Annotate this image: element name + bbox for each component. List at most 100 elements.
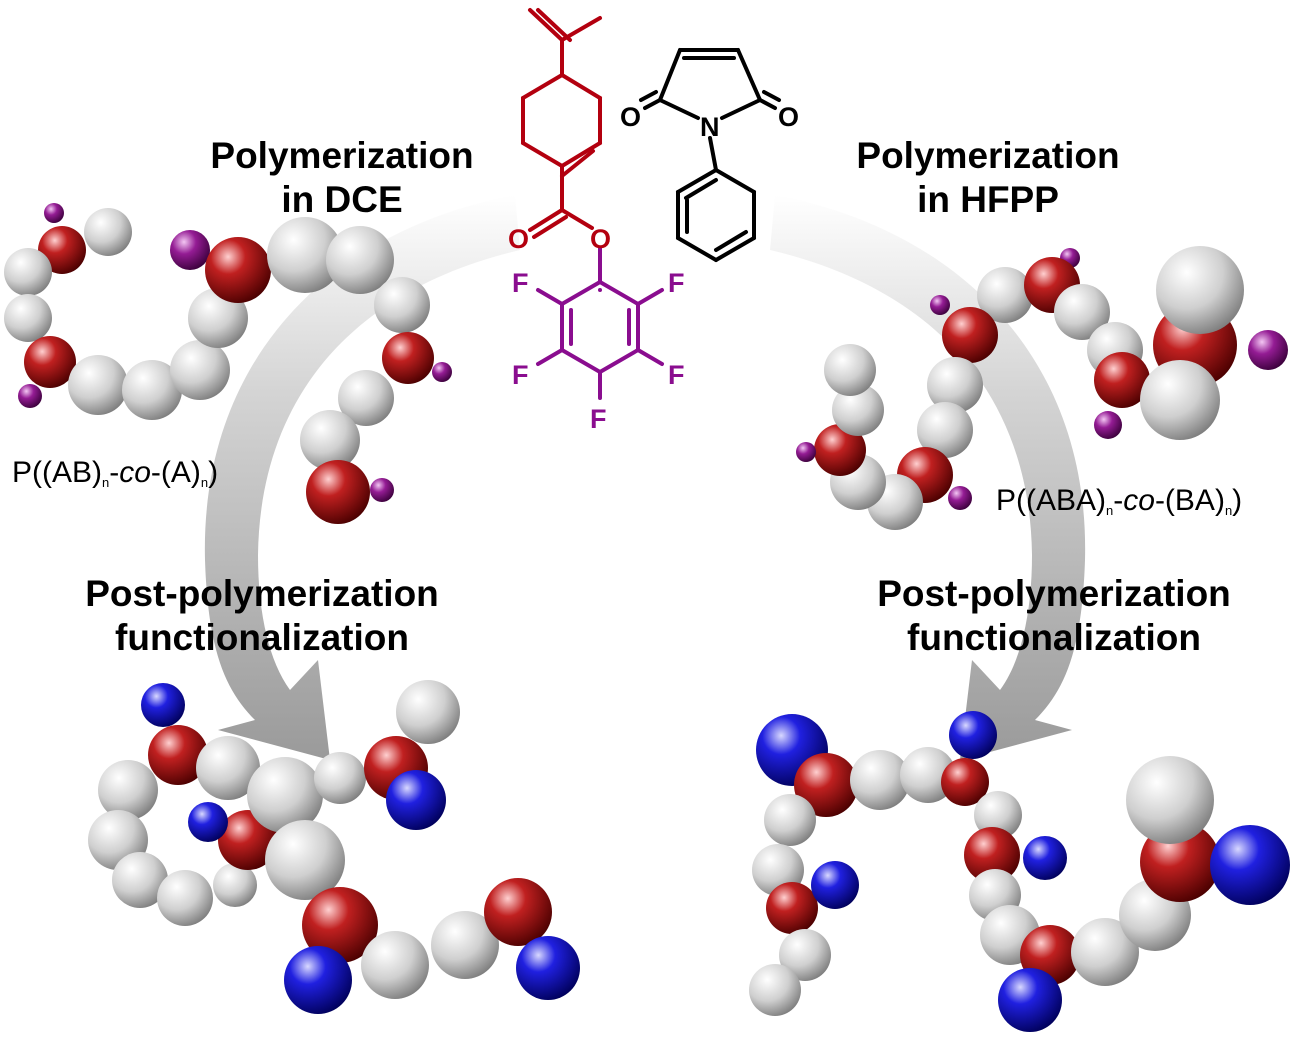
right-post-line1: Post-polymerization <box>877 573 1231 614</box>
grey-bead <box>1071 918 1139 986</box>
left-formula-co: co <box>119 456 151 489</box>
left-formula-prefix: P((AB) <box>12 456 102 489</box>
grey-bead <box>122 360 182 420</box>
grey-bead <box>396 680 460 744</box>
red-bead <box>484 878 552 946</box>
polymer-chain-bottom-right <box>749 711 1290 1032</box>
blue-bead <box>188 802 228 842</box>
grey-bead <box>824 344 876 396</box>
left-post-line1: Post-polymerization <box>85 573 439 614</box>
grey-bead <box>213 863 257 907</box>
purple-bead <box>432 362 452 382</box>
right-heading-line2: in HFPP <box>917 179 1059 220</box>
left-heading-line1: Polymerization <box>210 135 474 176</box>
left-formula-mid: - <box>109 456 120 489</box>
red-bead <box>814 424 866 476</box>
grey-bead <box>974 791 1022 839</box>
monomer-b-nitrogen: N <box>700 112 720 142</box>
right-copolymer-formula: P((ABA)n-co-(BA)n) <box>996 484 1242 518</box>
grey-bead <box>917 402 973 458</box>
monomer-a-fluorine-3: F <box>512 360 529 390</box>
red-bead <box>148 725 208 785</box>
right-formula-suffix: ) <box>1232 484 1243 517</box>
blue-bead <box>998 968 1062 1032</box>
grey-bead <box>431 911 499 979</box>
polymer-chain-top-left <box>4 203 452 524</box>
left-formula-sub2: n <box>200 475 209 490</box>
grey-bead <box>338 370 394 426</box>
blue-bead <box>386 770 446 830</box>
blue-bead <box>141 683 185 727</box>
purple-bead <box>948 486 972 510</box>
grey-bead <box>84 208 132 256</box>
right-formula-sub1: n <box>1106 503 1114 518</box>
grey-bead <box>112 852 168 908</box>
grey-bead <box>326 226 394 294</box>
left-curved-arrow <box>204 195 520 760</box>
grey-bead <box>832 384 884 436</box>
grey-bead <box>1126 756 1214 844</box>
grey-bead <box>1156 246 1244 334</box>
purple-bead <box>44 203 64 223</box>
grey-bead <box>1054 284 1110 340</box>
grey-bead <box>850 750 910 810</box>
purple-bead <box>1094 411 1122 439</box>
grey-bead <box>927 357 983 413</box>
right-polymerization-heading: Polymerization in HFPP <box>838 134 1138 222</box>
left-formula-sub1: n <box>102 475 110 490</box>
grey-bead <box>900 747 956 803</box>
red-bead <box>38 226 86 274</box>
grey-bead <box>267 217 343 293</box>
red-bead <box>302 887 378 963</box>
monomer-b-left-oxygen: O <box>620 102 641 132</box>
grey-bead <box>247 757 323 833</box>
monomer-b-right-oxygen: O <box>778 102 799 132</box>
blue-bead <box>949 711 997 759</box>
left-post-line2: functionalization <box>115 617 409 658</box>
red-bead <box>964 827 1020 883</box>
grey-bead <box>170 340 230 400</box>
grey-bead <box>196 736 260 800</box>
blue-bead <box>1023 836 1067 880</box>
grey-bead <box>361 931 429 999</box>
purple-bead <box>370 478 394 502</box>
right-curved-arrow <box>770 195 1086 760</box>
red-bead <box>942 307 998 363</box>
right-heading-line1: Polymerization <box>856 135 1120 176</box>
grey-bead <box>98 760 158 820</box>
grey-bead <box>374 277 430 333</box>
red-bead <box>794 753 858 817</box>
purple-bead <box>930 295 950 315</box>
right-formula-mid: - <box>1113 484 1124 517</box>
grey-bead <box>314 752 366 804</box>
grey-bead <box>157 870 213 926</box>
purple-bead <box>1248 330 1288 370</box>
right-post-line2: functionalization <box>907 617 1201 658</box>
polymer-chain-top-right <box>796 246 1288 530</box>
monomer-a-fluorine-5: F <box>590 404 607 434</box>
left-heading-line2: in DCE <box>281 179 403 220</box>
red-bead <box>24 336 76 388</box>
monomer-a-structure <box>521 8 664 400</box>
right-post-polymerization-label: Post-polymerization functionalization <box>832 572 1276 660</box>
purple-bead <box>170 230 210 270</box>
grey-bead <box>300 410 360 470</box>
monomer-b-structure <box>639 48 781 262</box>
purple-bead <box>796 442 816 462</box>
left-formula-mid2: -(A) <box>150 456 201 489</box>
blue-bead <box>811 861 859 909</box>
grey-bead <box>265 820 345 900</box>
right-formula-co: co <box>1123 484 1155 517</box>
right-formula-mid2: -(BA) <box>1154 484 1225 517</box>
left-copolymer-formula: P((AB)n-co-(A)n) <box>12 456 218 490</box>
grey-bead <box>188 288 248 348</box>
monomer-a-fluorine-4: F <box>668 360 685 390</box>
left-polymerization-heading: Polymerization in DCE <box>192 134 492 222</box>
monomer-a-carbonyl-oxygen: O <box>508 224 529 254</box>
monomer-a-ester-oxygen: O <box>590 224 611 254</box>
red-bead <box>941 758 989 806</box>
grey-bead <box>764 794 816 846</box>
red-bead <box>766 882 818 934</box>
grey-bead <box>4 248 52 296</box>
